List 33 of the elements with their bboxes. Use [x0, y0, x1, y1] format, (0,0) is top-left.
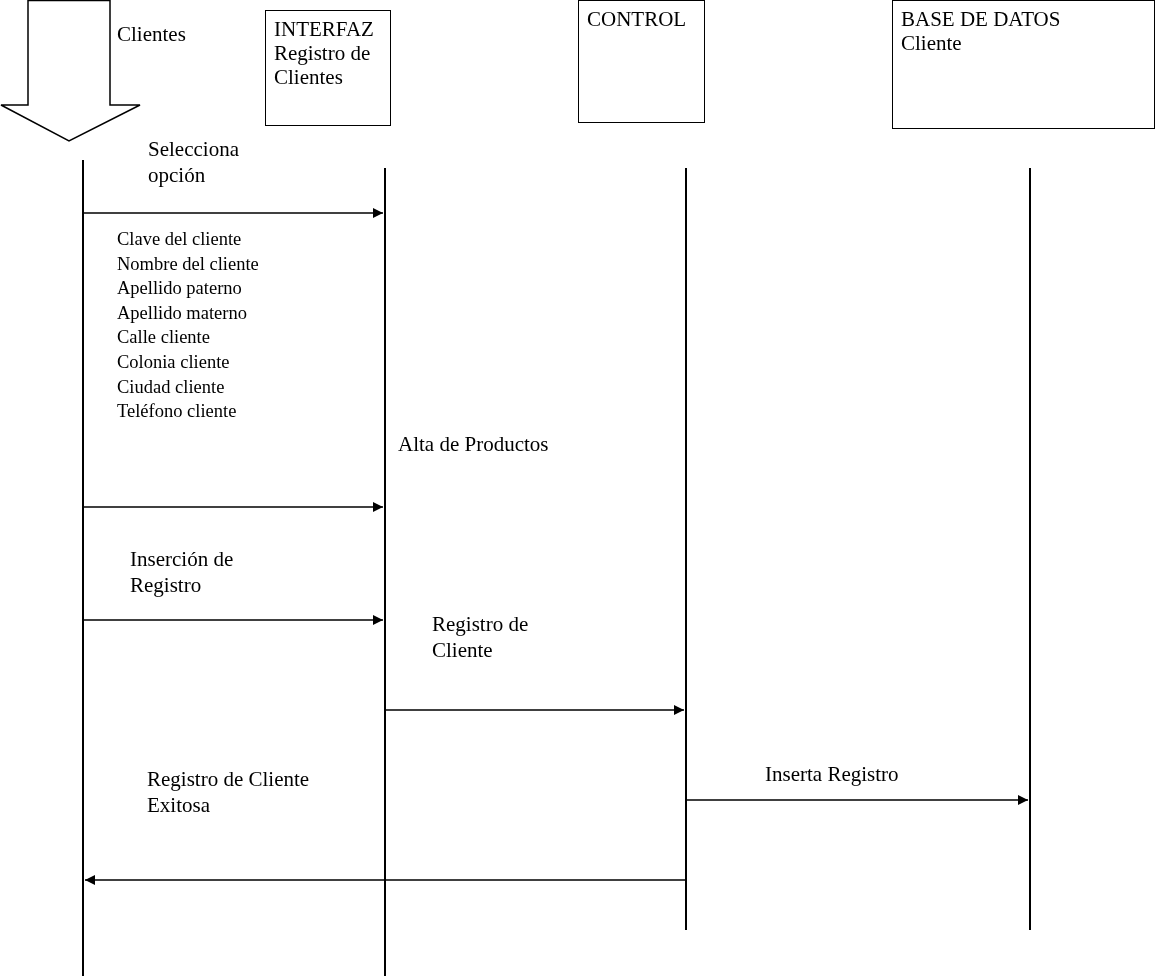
- field-name: Teléfono cliente: [117, 400, 237, 424]
- message-arrow: [686, 795, 1029, 805]
- message-label: Registro de Cliente Exitosa: [147, 766, 311, 818]
- participant-box: [892, 0, 1155, 129]
- field-name: Colonia cliente: [117, 351, 230, 374]
- field-name: Calle cliente: [117, 326, 210, 350]
- participant-box: [578, 0, 705, 123]
- message-label: Inserta Registro: [765, 761, 900, 787]
- participant-title: BASE DE DATOS: [901, 7, 1062, 31]
- lifeline: [685, 168, 687, 930]
- message-label: Selecciona opción: [148, 136, 240, 188]
- field-name: Apellido paterno: [117, 277, 242, 301]
- field-name: Ciudad cliente: [117, 375, 225, 399]
- participant-subtitle: Registro de Clientes: [274, 41, 372, 89]
- lifeline: [384, 168, 386, 976]
- lifeline: [82, 160, 84, 976]
- field-name: Nombre del cliente: [117, 252, 259, 276]
- message-arrow: [83, 615, 384, 625]
- field-name: Clave del cliente: [117, 228, 242, 251]
- actor-label: Clientes: [117, 22, 186, 47]
- participant-subtitle: Cliente: [901, 31, 963, 55]
- message-arrow: [385, 705, 685, 715]
- message-arrow: [83, 208, 384, 218]
- message-arrow: [84, 875, 686, 885]
- participant-title: CONTROL: [587, 7, 688, 31]
- message-label: Registro de Cliente: [432, 611, 530, 663]
- lifeline: [1029, 168, 1031, 930]
- participant-title: INTERFAZ: [274, 17, 375, 41]
- message-label: Inserción de Registro: [130, 546, 235, 598]
- field-name: Apellido materno: [117, 301, 247, 325]
- participant-box: [265, 10, 391, 126]
- message-arrow: [83, 502, 384, 512]
- note-text: Alta de Productos: [398, 433, 549, 456]
